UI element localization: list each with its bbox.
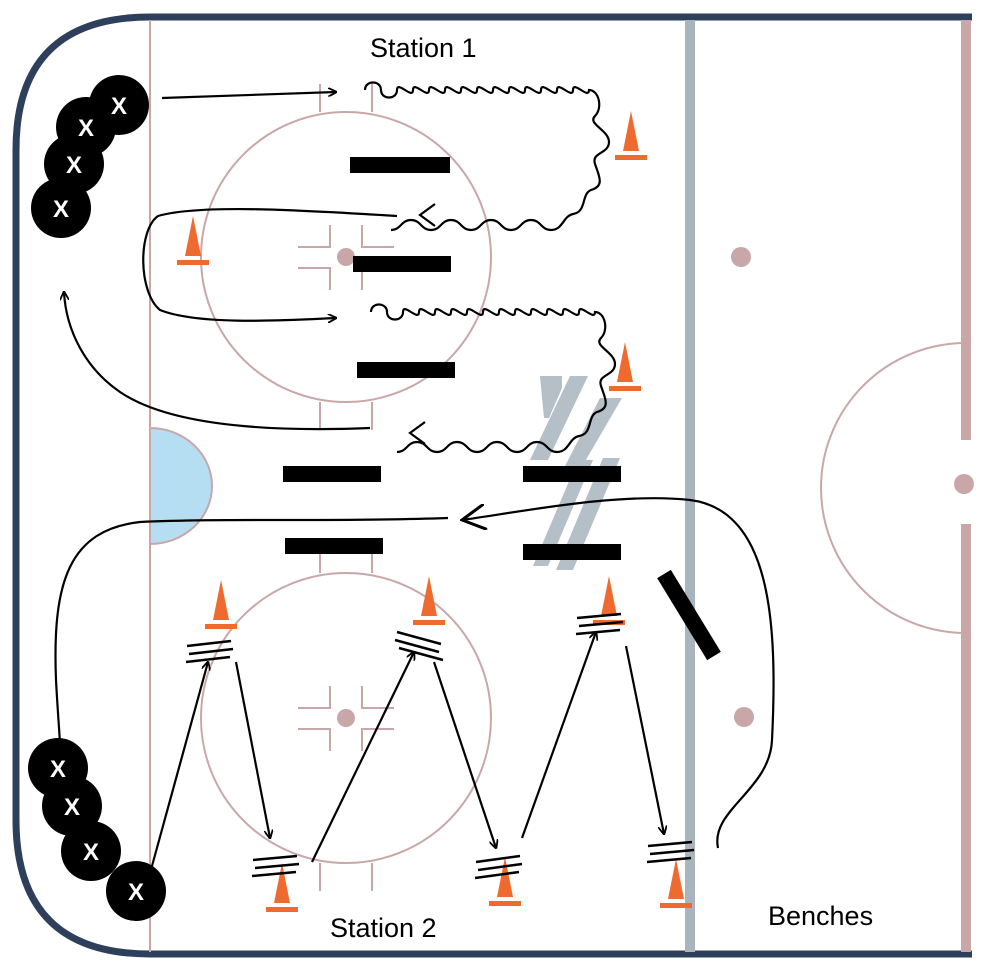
station-2-paths [54, 497, 775, 867]
svg-text:X: X [53, 196, 69, 223]
obstacle-bars [283, 157, 721, 661]
faceoff-dot-top [337, 248, 355, 266]
faceoff-circle-bottom [200, 545, 492, 891]
pass-marks [185, 612, 695, 880]
svg-text:X: X [83, 839, 99, 866]
svg-text:X: X [66, 152, 82, 179]
svg-text:X: X [128, 879, 144, 906]
benches-label: Benches [768, 901, 874, 931]
svg-text:X: X [111, 93, 127, 120]
players-station-1: X X X X [31, 75, 149, 238]
center-circle [820, 342, 967, 634]
svg-text:X: X [50, 756, 66, 783]
players-station-2: X X X X [28, 738, 166, 921]
station-1-paths [64, 81, 617, 454]
faceoff-circle-top [200, 84, 492, 430]
station-1-label: Station 1 [370, 33, 477, 63]
vhs-logo-watermark [530, 376, 622, 570]
center-dot [954, 474, 974, 494]
neutral-dot-top [731, 247, 751, 267]
faceoff-dot-bottom [337, 709, 355, 727]
svg-text:X: X [78, 115, 94, 142]
svg-text:X: X [64, 794, 80, 821]
station-2-label: Station 2 [330, 913, 437, 943]
neutral-dot-bottom [734, 707, 754, 727]
goal-crease [149, 426, 213, 546]
